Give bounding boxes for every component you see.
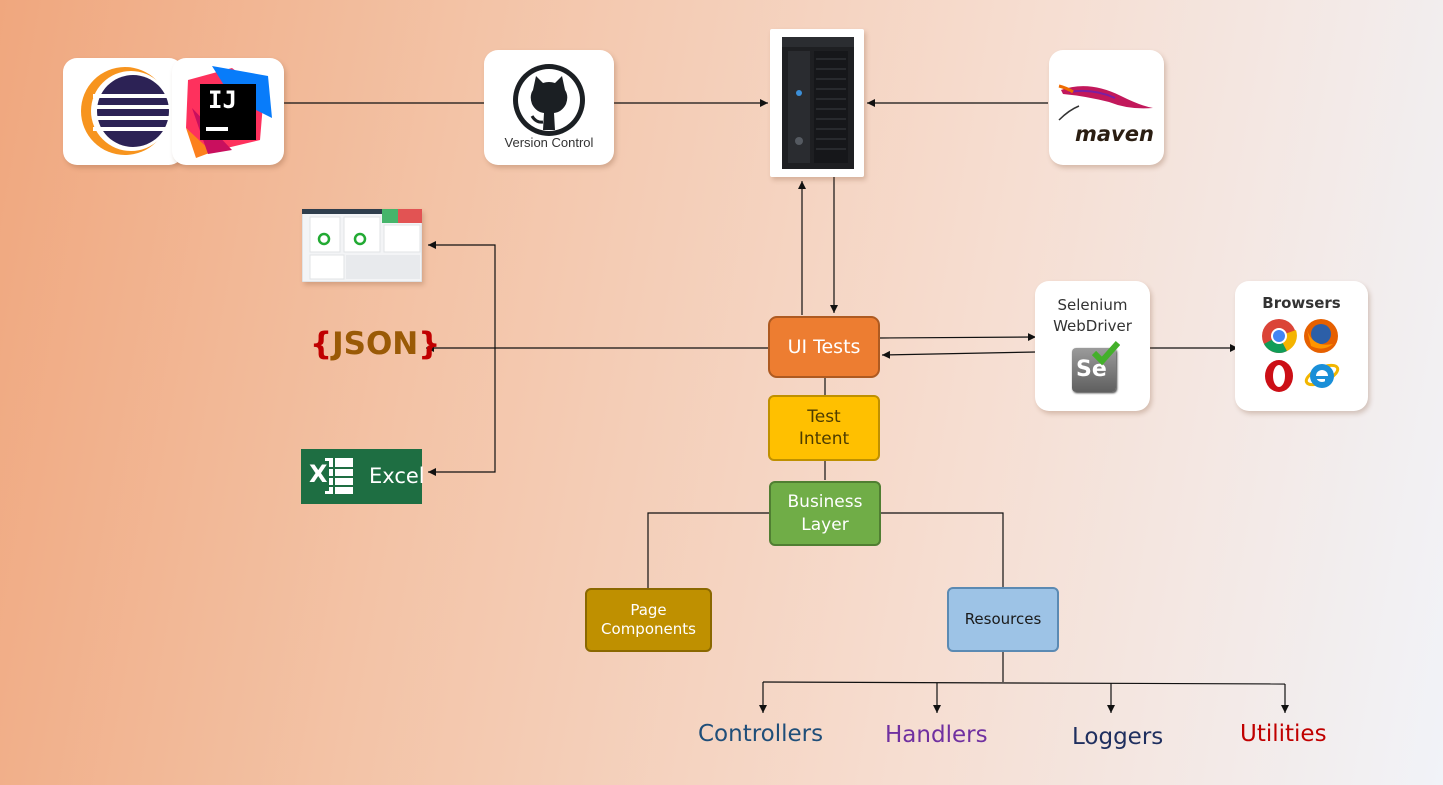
github-icon	[513, 64, 585, 136]
browsers-card: Browsers	[1235, 281, 1368, 411]
resources-box: Resources	[947, 587, 1059, 652]
version-control-card: Version Control	[484, 50, 614, 165]
page-components-box: Page Components	[585, 588, 712, 652]
utilities-label: Utilities	[1240, 721, 1327, 747]
business-to-resources-line	[881, 512, 1004, 587]
dashboard-icon	[302, 209, 422, 282]
controllers-label: Controllers	[698, 721, 824, 747]
eclipse-card	[63, 58, 183, 165]
ui-tests-box: UI Tests	[768, 316, 880, 378]
dashboard-excel-bracket	[428, 241, 496, 348]
opera-icon	[1265, 360, 1293, 392]
business-layer-box: Business Layer	[769, 481, 881, 546]
maven-label: maven	[1075, 122, 1154, 146]
excel-icon: X	[307, 456, 355, 496]
firefox-icon	[1304, 319, 1338, 353]
internet-explorer-icon	[1304, 363, 1340, 388]
resources-hbar	[762, 681, 1286, 685]
selenium-label-line2: WebDriver	[1053, 317, 1132, 335]
server-tower-icon	[782, 37, 854, 169]
business-to-pagecomp-line	[647, 512, 769, 588]
browsers-title: Browsers	[1262, 294, 1341, 312]
apache-feather-icon	[1058, 84, 1153, 121]
chrome-icon	[1262, 319, 1297, 353]
intellij-icon	[186, 66, 272, 158]
eclipse-icon	[81, 67, 171, 155]
maven-card: maven	[1049, 50, 1164, 165]
test-intent-box: Test Intent	[768, 395, 880, 461]
json-label: {JSON}	[310, 326, 441, 362]
excel-label: Excel	[369, 464, 425, 488]
excel-tile: X Excel	[301, 449, 425, 504]
excel-bracket-arrow	[428, 348, 496, 476]
selenium-to-uitests-arrow	[881, 350, 1037, 359]
selenium-se-icon: Se	[1072, 341, 1120, 392]
server-card	[770, 29, 864, 177]
selenium-webdriver-card: Selenium WebDriver Se	[1035, 281, 1150, 411]
handlers-label: Handlers	[885, 722, 988, 748]
intellij-label: IJ	[208, 86, 237, 114]
loggers-label: Loggers	[1072, 724, 1164, 750]
selenium-label-line1: Selenium	[1057, 296, 1128, 314]
uitests-to-selenium-arrow	[879, 333, 1037, 342]
intellij-card: IJ	[172, 58, 284, 165]
report-dashboard-thumbnail	[302, 209, 422, 282]
version-control-label: Version Control	[504, 135, 594, 150]
